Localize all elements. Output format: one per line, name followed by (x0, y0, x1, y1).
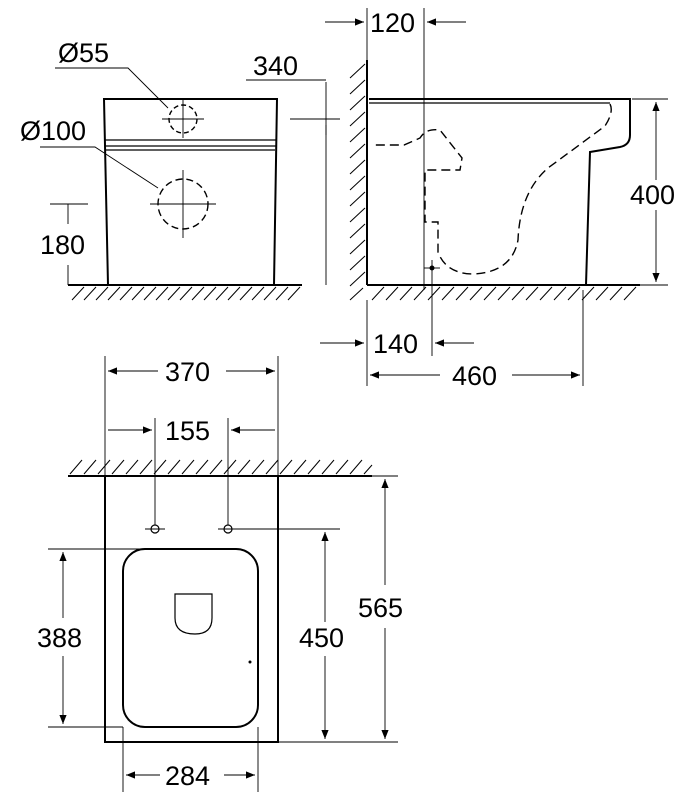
outlet-diameter-label: Ø100 (20, 116, 86, 146)
top-seat-outline (122, 548, 259, 728)
outlet-wall-distance-label: 140 (373, 329, 418, 359)
side-view: 120 400 140 460 (320, 8, 675, 391)
inlet-leader (55, 67, 169, 109)
seat-width-label: 284 (165, 761, 210, 791)
fixing-spacing-label: 155 (165, 416, 210, 446)
fixing-height-label: 180 (40, 230, 85, 260)
top-width-label: 370 (165, 357, 210, 387)
top-wall-hatch (69, 459, 373, 475)
front-body-outline (102, 98, 279, 286)
top-view: 370 155 565 450 388 284 (37, 356, 403, 792)
seat-depth-label: 388 (37, 623, 82, 653)
inlet-circle (162, 100, 204, 138)
side-bowl-trap-hidden (372, 103, 612, 275)
side-height-label: 400 (630, 180, 675, 210)
side-wall-hatch (349, 63, 366, 301)
fixing-point-left (145, 524, 165, 534)
front-height-label: 340 (253, 51, 298, 81)
front-view: Ø55 Ø100 180 340 (20, 38, 340, 301)
outlet-circle (150, 170, 216, 238)
side-body-outline (369, 98, 631, 286)
bowl-opening (174, 593, 213, 635)
top-body-outline (104, 475, 279, 743)
bowl-depth-label: 450 (299, 623, 344, 653)
outlet-leader (40, 146, 159, 189)
side-floor-hatch (371, 286, 637, 301)
inlet-wall-distance-label: 120 (370, 8, 415, 38)
total-depth-label: 565 (358, 593, 403, 623)
side-depth-label: 460 (452, 361, 497, 391)
inlet-diameter-label: Ø55 (58, 38, 109, 68)
front-floor-hatch (71, 286, 301, 301)
